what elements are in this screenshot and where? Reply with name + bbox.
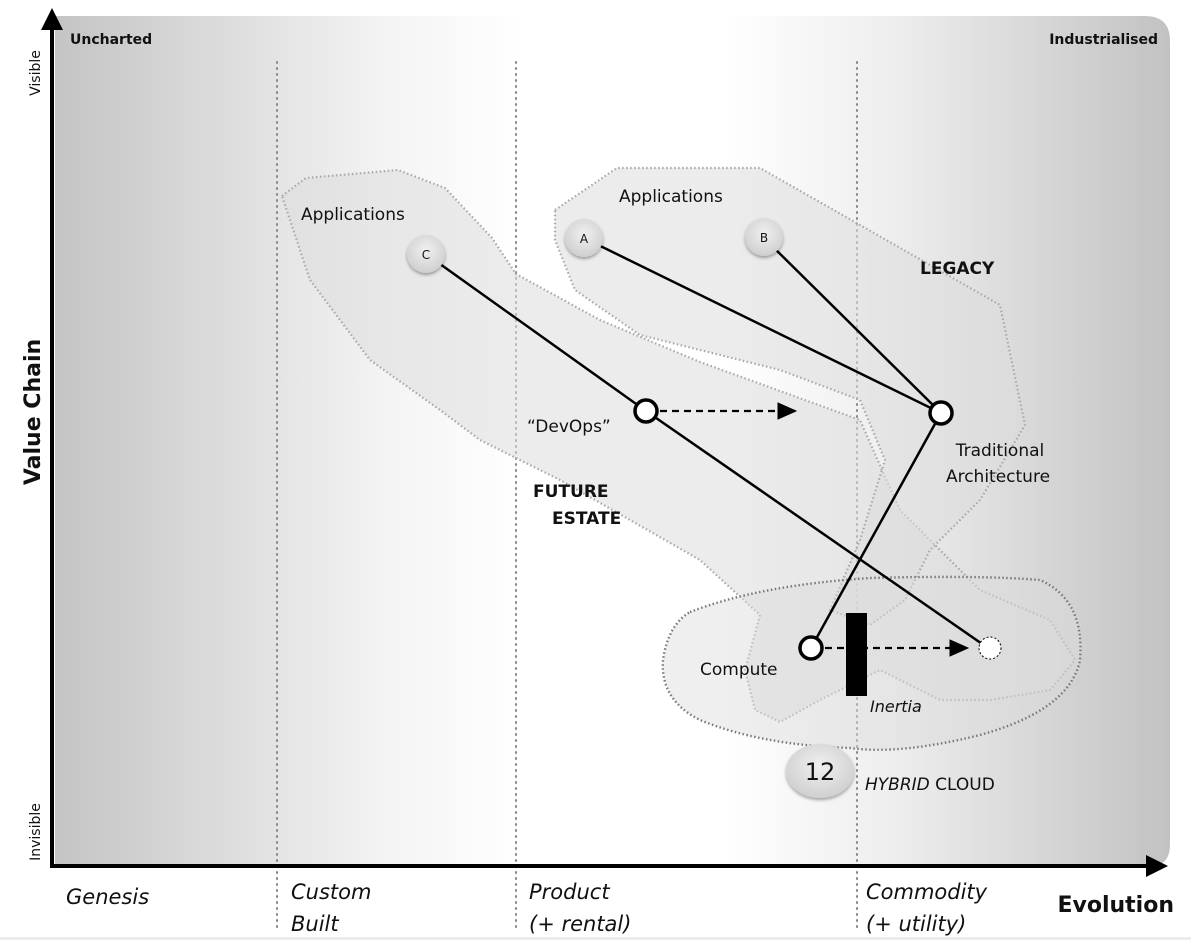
node-b-label: B (760, 231, 768, 245)
node-c-label: C (422, 248, 430, 262)
node-devops[interactable] (633, 398, 659, 424)
node-c[interactable] (407, 235, 445, 273)
node-a[interactable] (565, 219, 603, 257)
x-axis-arrowhead (1146, 855, 1168, 877)
legacy-label: LEGACY (920, 259, 995, 279)
link-traditional-compute (809, 412, 943, 649)
stage-custom-built-label-1: Custom (291, 880, 371, 904)
hybrid-cloud-region (661, 575, 1082, 752)
y-axis-top-label: Visible (28, 50, 44, 96)
industrialised-label: Industrialised (1049, 32, 1158, 48)
traditional-architecture-label-2: Architecture (946, 467, 1050, 487)
inertia-bar (846, 613, 867, 696)
future-estate-label-2: ESTATE (552, 509, 621, 529)
stage-product-label-1: Product (529, 880, 610, 904)
node-traditional-architecture[interactable] (928, 400, 954, 426)
hybrid-cloud-label-italic: HYBRID (865, 775, 930, 795)
x-axis-title: Evolution (1057, 893, 1174, 918)
link-c-devops (425, 252, 647, 413)
node-b[interactable] (745, 218, 783, 256)
hybrid-cloud-label-rest: CLOUD (930, 775, 995, 795)
link-devops-target (645, 409, 989, 650)
map-number-badge-text: 12 (805, 758, 836, 786)
node-compute[interactable] (798, 635, 824, 661)
map-number-badge (786, 744, 854, 798)
inertia-label: Inertia (870, 697, 922, 716)
node-a-label: A (580, 232, 589, 246)
applications-right-label: Applications (619, 187, 723, 207)
y-axis-bottom-label: Invisible (28, 803, 44, 861)
y-axis-title: Value Chain (21, 339, 46, 485)
stage-custom-built-label-2: Built (291, 912, 339, 936)
node-compute-future[interactable] (978, 636, 1002, 660)
compute-label: Compute (700, 660, 778, 680)
future-estate-label-1: FUTURE (533, 482, 609, 502)
link-a-traditional (583, 236, 942, 415)
applications-left-label: Applications (301, 205, 405, 225)
hybrid-cloud-label: HYBRID CLOUD (865, 775, 995, 795)
link-b-traditional (763, 237, 942, 414)
stage-product-label-2: (+ rental) (529, 912, 631, 936)
bottom-strip (0, 937, 1191, 940)
y-axis-arrowhead (41, 8, 63, 30)
stage-commodity-label-2: (+ utility) (866, 912, 966, 936)
stage-genesis-label: Genesis (66, 885, 149, 909)
uncharted-label: Uncharted (70, 32, 152, 48)
stage-commodity-label-1: Commodity (866, 880, 988, 904)
devops-label: “DevOps” (527, 417, 611, 437)
traditional-architecture-label-1: Traditional (955, 441, 1045, 461)
